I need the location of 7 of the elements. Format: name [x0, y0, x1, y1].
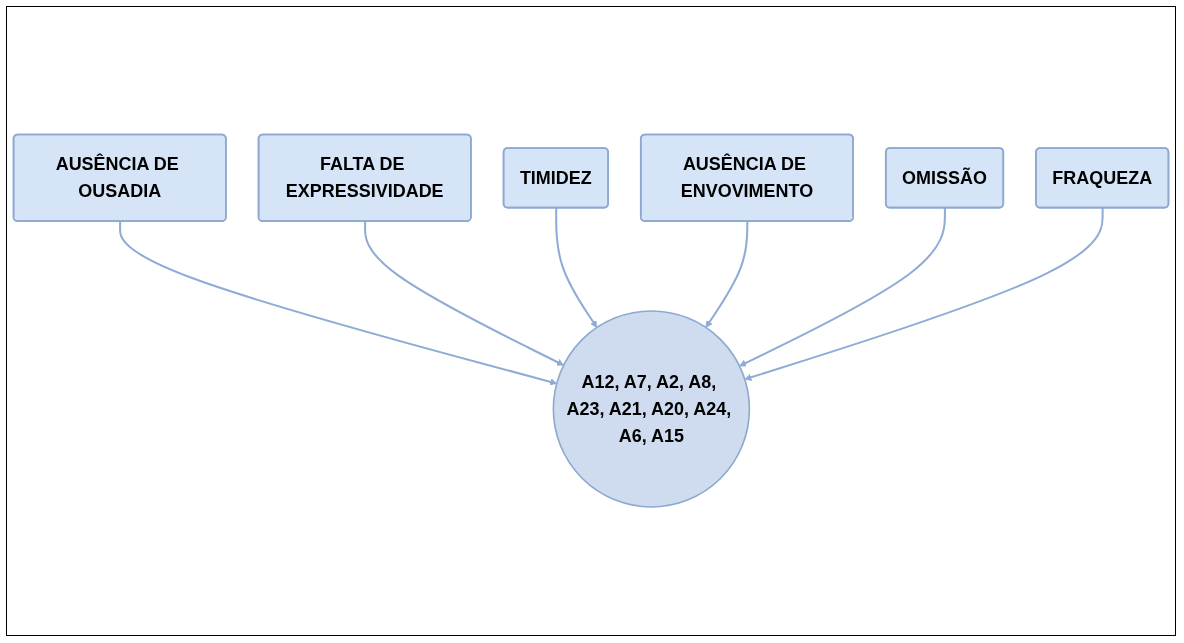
- node-circle: A12, A7, A2, A8, A23, A21, A20, A24, A6, A15: [552, 310, 751, 508]
- arrow: [364, 221, 564, 366]
- arrow: [555, 208, 598, 329]
- arrow: [119, 221, 558, 386]
- arrow: [744, 208, 1104, 382]
- arrow: [739, 208, 946, 367]
- arrow: [705, 221, 749, 329]
